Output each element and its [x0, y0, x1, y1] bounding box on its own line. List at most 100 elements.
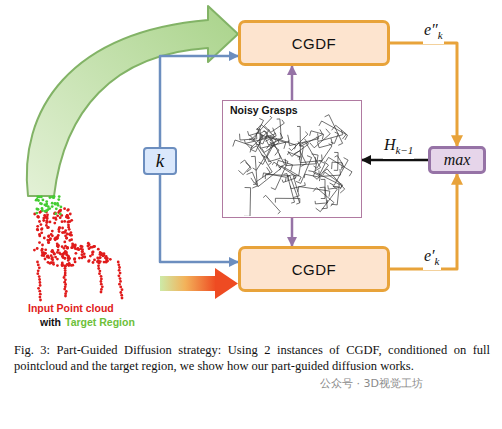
cloud-point	[57, 198, 60, 201]
cloud-point	[64, 295, 67, 298]
cloud-point	[73, 257, 76, 260]
cloud-point	[70, 231, 73, 234]
cloud-point	[121, 288, 124, 291]
edge-label: e″k	[423, 21, 444, 44]
cloud-point	[38, 275, 41, 278]
cloud-point	[37, 287, 40, 290]
cloud-point	[64, 229, 67, 232]
image-label: with	[40, 316, 61, 328]
cloud-point	[51, 256, 54, 259]
cloud-point	[89, 255, 92, 258]
node-label: CGDF	[292, 35, 337, 52]
cloud-point	[74, 261, 77, 264]
cloud-point	[35, 199, 38, 202]
cloud-point	[40, 202, 43, 205]
cloud-point	[54, 217, 57, 220]
target-arrow	[27, 6, 238, 196]
cloud-point	[69, 234, 72, 237]
cloud-point	[40, 223, 43, 226]
cloud-point	[66, 247, 69, 250]
cloud-point	[60, 206, 63, 209]
cloud-point	[53, 195, 56, 198]
cloud-point	[93, 259, 96, 262]
cloud-point	[120, 294, 123, 297]
cloud-point	[51, 202, 54, 205]
cloud-point	[55, 207, 58, 210]
cloud-point	[63, 257, 66, 260]
cloud-point	[47, 239, 50, 242]
max-box: max	[428, 146, 486, 174]
cloud-point	[42, 219, 45, 222]
cloud-point	[64, 285, 67, 288]
cloud-point	[36, 198, 39, 201]
cloud-point	[97, 248, 100, 251]
cloud-point	[97, 259, 100, 262]
cloud-point	[81, 257, 84, 260]
cloud-point	[48, 262, 51, 265]
cloud-point	[36, 229, 39, 232]
cloud-point	[45, 200, 48, 203]
cloud-point	[100, 291, 103, 294]
cloud-point	[66, 214, 69, 217]
cloud-point	[119, 286, 122, 289]
cloud-point	[33, 249, 36, 252]
image-label: Input Point cloud	[28, 302, 114, 314]
cloud-point	[99, 270, 102, 273]
cloud-point	[58, 227, 61, 230]
cloud-point	[61, 255, 64, 258]
cloud-point	[81, 245, 84, 248]
cloud-point	[44, 258, 47, 261]
cloud-point	[46, 221, 49, 224]
cloud-point	[47, 208, 50, 211]
model-box: CGDF	[238, 20, 390, 66]
cloud-point	[74, 244, 77, 247]
cloud-arrow-head	[215, 268, 238, 299]
cloud-point	[51, 205, 54, 208]
cloud-point	[57, 249, 60, 252]
cloud-point	[77, 247, 80, 250]
cloud-point	[38, 266, 41, 269]
cloud-point	[63, 207, 66, 210]
cloud-point	[87, 242, 90, 245]
cloud-point	[45, 224, 48, 227]
cloud-point	[109, 258, 112, 261]
cloud-point	[92, 261, 95, 264]
cloud-point	[88, 259, 91, 262]
cloud-point	[64, 235, 67, 238]
cloud-point	[57, 245, 60, 248]
cloud-point	[92, 250, 95, 253]
cloud-point	[58, 195, 61, 198]
cloud-arrow-shaft	[160, 276, 216, 291]
cloud-point	[38, 220, 41, 223]
cloud-point	[39, 281, 42, 284]
cloud-point	[54, 203, 57, 206]
connector	[291, 66, 294, 100]
panel-heading: Noisy Grasps	[228, 104, 300, 116]
cloud-point	[44, 248, 47, 251]
cloud-point	[53, 222, 56, 225]
cloud-point	[100, 283, 103, 286]
cloud-point	[67, 208, 70, 211]
node-label: k	[156, 150, 164, 172]
cloud-point	[65, 237, 68, 240]
cloud-point	[66, 214, 69, 217]
cloud-point	[78, 257, 81, 260]
cloud-point	[87, 260, 90, 263]
cloud-point	[43, 214, 46, 217]
cloud-point	[67, 224, 70, 227]
cloud-point	[59, 209, 62, 212]
cloud-point	[54, 211, 57, 214]
cloud-point	[36, 272, 39, 275]
cloud-point	[117, 263, 120, 266]
cloud-point	[59, 213, 62, 216]
cloud-point	[38, 278, 41, 281]
cloud-point	[51, 250, 54, 253]
figure-caption: Fig. 3: Part-Guided Diffusion strategy: …	[14, 342, 490, 374]
cloud-point	[119, 277, 122, 280]
cloud-point	[54, 202, 57, 205]
cloud-point	[61, 220, 64, 223]
cloud-point	[63, 241, 66, 244]
cloud-point	[49, 196, 52, 199]
cloud-point	[65, 251, 68, 254]
